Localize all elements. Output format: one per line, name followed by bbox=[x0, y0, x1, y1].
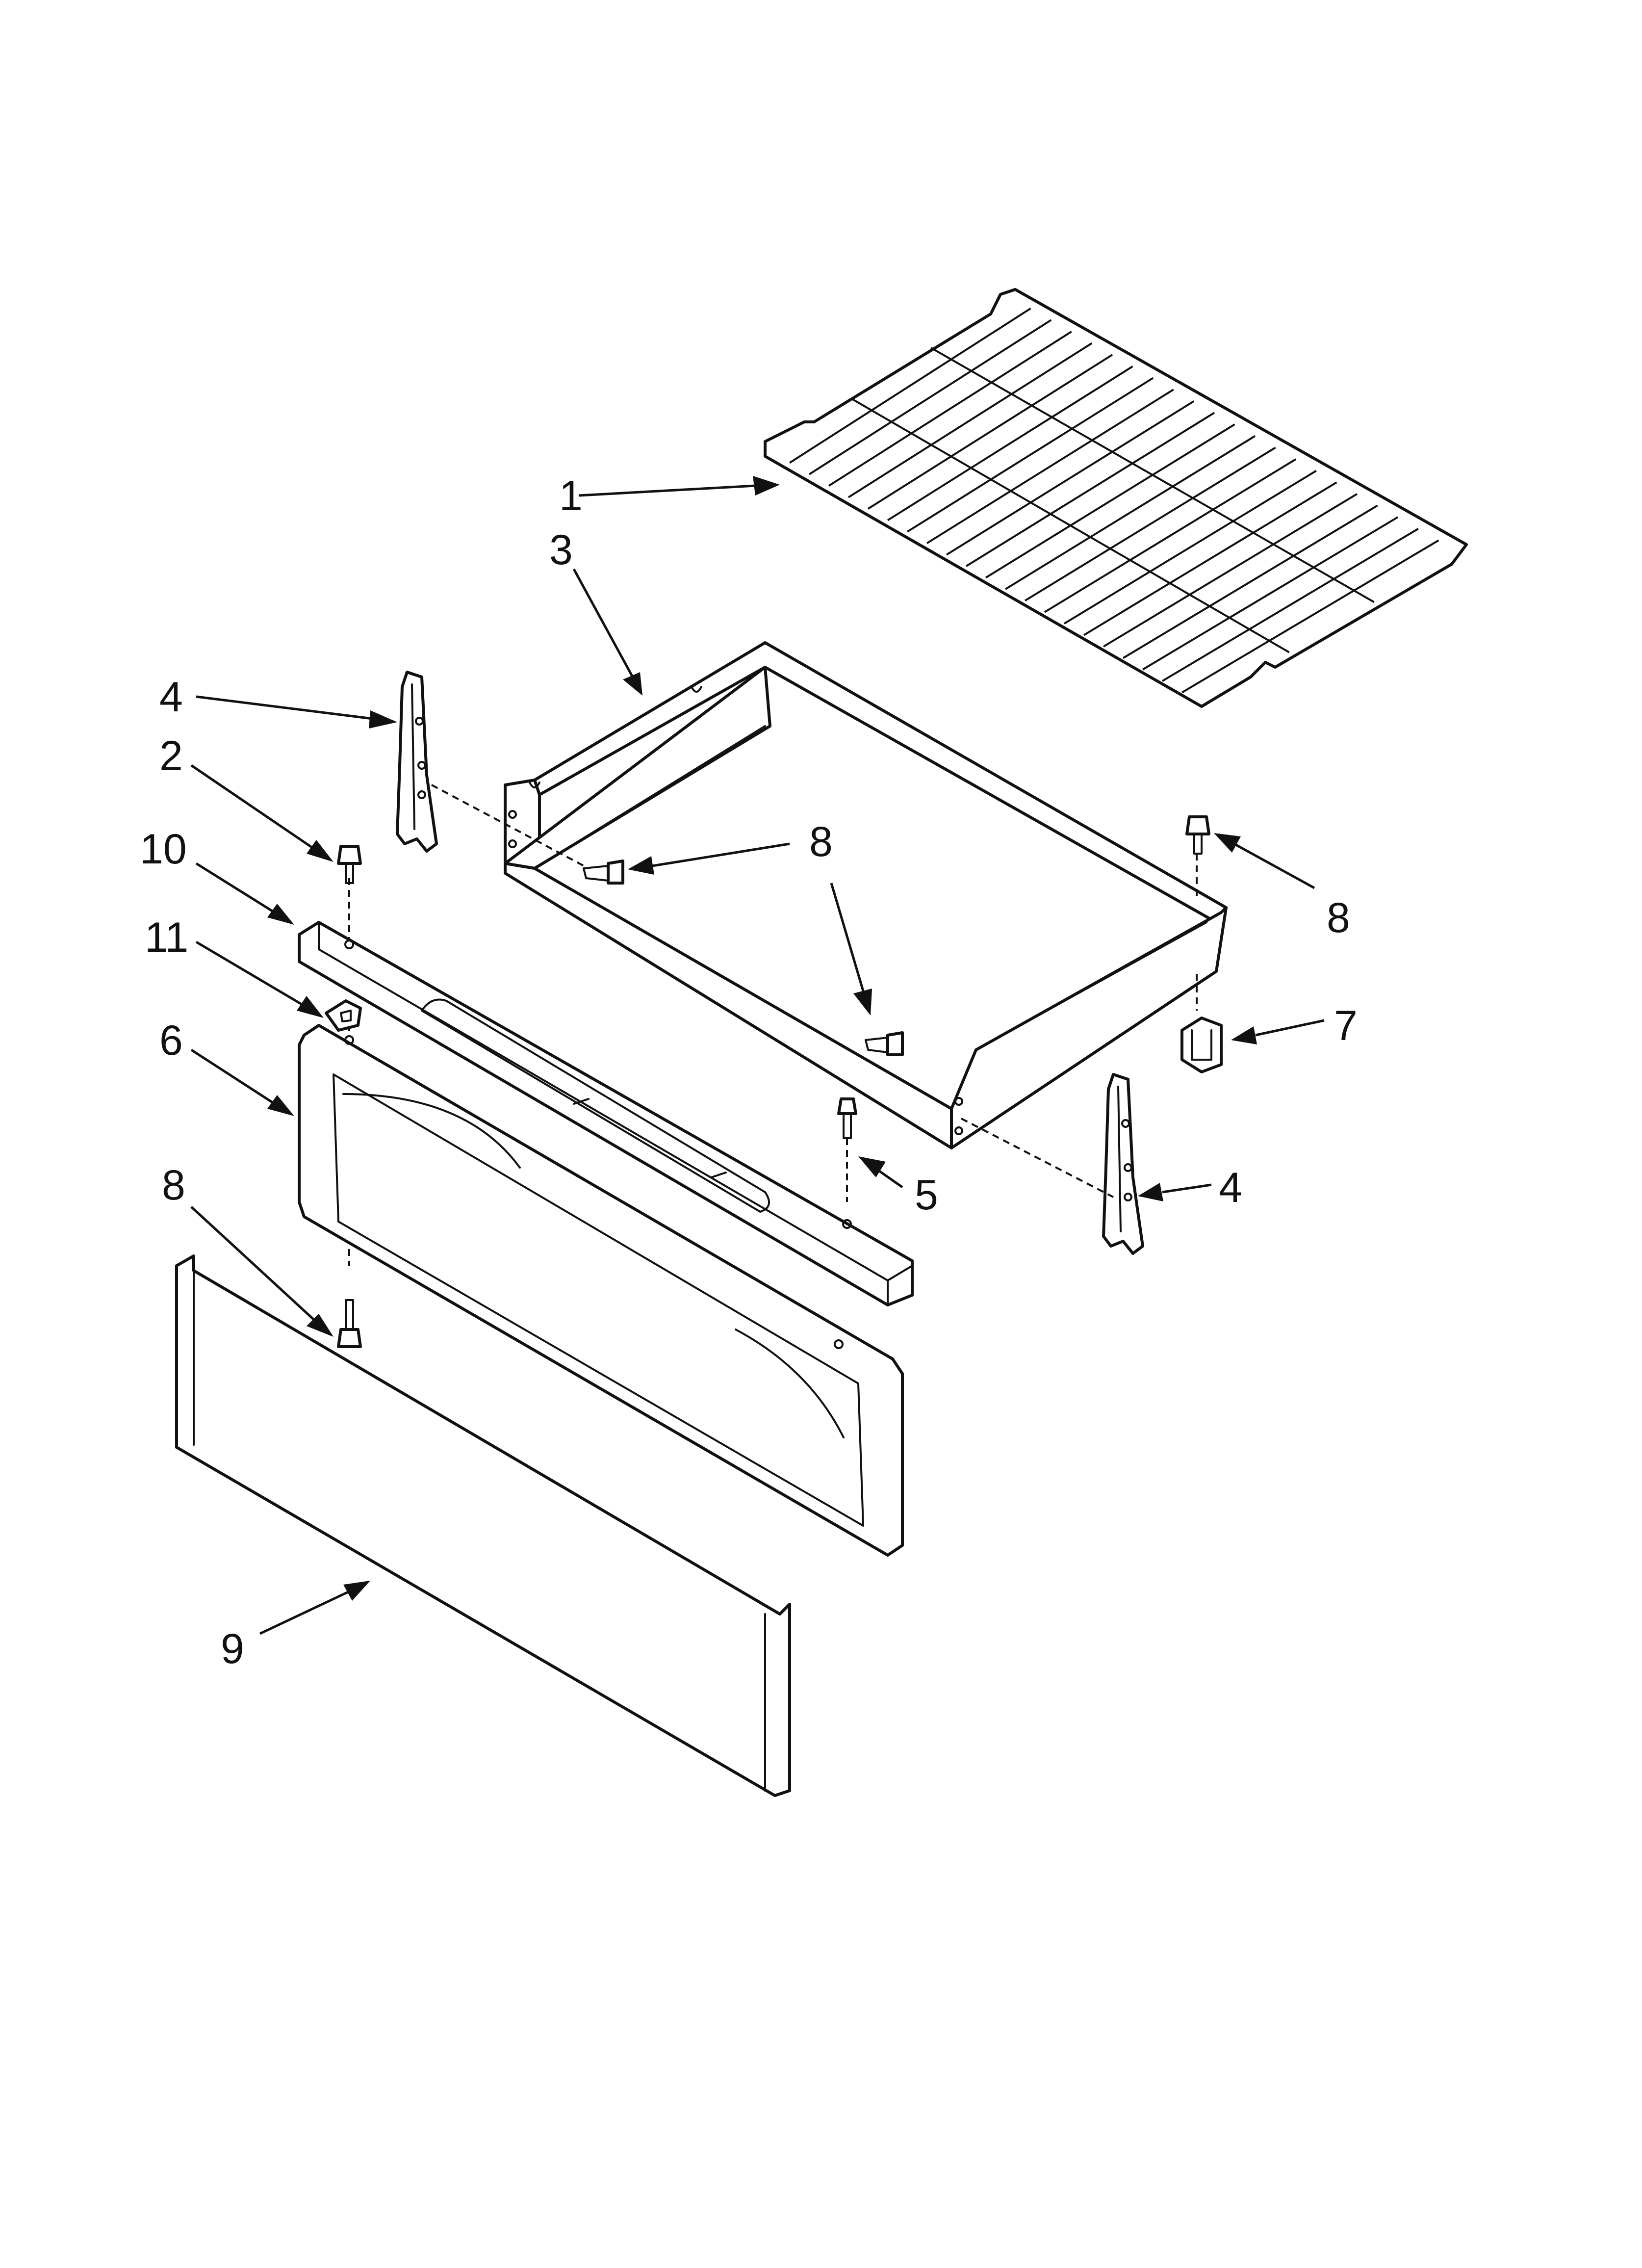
callout-11: 11 bbox=[145, 914, 188, 961]
callout-7: 7 bbox=[1334, 1002, 1358, 1049]
slide-bracket-right bbox=[1102, 1073, 1144, 1255]
rack-wire bbox=[926, 389, 1174, 544]
rack-wire bbox=[1024, 446, 1276, 602]
assembly-line-left bbox=[431, 784, 589, 869]
callout-2: 2 bbox=[159, 732, 183, 780]
kick-panel bbox=[175, 1254, 791, 1797]
rack-wire bbox=[828, 331, 1072, 487]
rack-wire bbox=[847, 342, 1093, 498]
rack-wire bbox=[1142, 516, 1399, 671]
rack-wire bbox=[1181, 539, 1439, 694]
screw-2 bbox=[337, 845, 362, 884]
rack-cross-wire bbox=[930, 347, 1375, 603]
drawer-pan bbox=[504, 641, 1228, 1149]
rack-wire bbox=[808, 319, 1052, 475]
callout-1: 1 bbox=[559, 472, 583, 520]
rack-wire bbox=[946, 400, 1195, 556]
rack-wire bbox=[789, 307, 1031, 464]
clip-7 bbox=[1180, 1017, 1223, 1073]
rack-wire bbox=[887, 365, 1133, 521]
slide-bracket-left bbox=[396, 671, 438, 853]
callout-5: 5 bbox=[915, 1172, 938, 1219]
rack-wire bbox=[906, 377, 1154, 533]
rack-wire bbox=[1004, 435, 1256, 590]
callout-labels: 1 3 4 2 10 11 6 8 8 8 7 5 4 9 bbox=[140, 472, 1358, 1672]
rack-wire bbox=[1161, 528, 1419, 682]
screw-8-bottom-left bbox=[337, 1299, 362, 1348]
screw-8-center-left bbox=[583, 860, 624, 885]
screw-8-center-right bbox=[865, 1031, 904, 1056]
rack-cross-wire bbox=[851, 398, 1290, 653]
rack-wire bbox=[1063, 469, 1317, 625]
rack-wire bbox=[985, 423, 1235, 579]
rack-wire bbox=[1044, 458, 1297, 613]
pin-5 bbox=[837, 1097, 857, 1139]
callout-10: 10 bbox=[140, 826, 187, 873]
assembly-line-right bbox=[961, 1118, 1114, 1198]
oven-rack bbox=[764, 288, 1468, 708]
bracket-11 bbox=[325, 999, 362, 1032]
callout-8-center: 8 bbox=[809, 818, 833, 865]
screw-8-right bbox=[1185, 815, 1210, 855]
rack-wire bbox=[1122, 504, 1378, 659]
callout-8-left: 8 bbox=[162, 1162, 185, 1209]
callout-8-right: 8 bbox=[1327, 894, 1350, 941]
drawer-front-panel bbox=[298, 1024, 904, 1557]
callout-4-right: 4 bbox=[1219, 1164, 1242, 1211]
rack-wire bbox=[867, 354, 1113, 510]
callout-4-left: 4 bbox=[159, 674, 183, 721]
leader-lines bbox=[190, 476, 1325, 1635]
callout-3: 3 bbox=[549, 526, 573, 574]
callout-9: 9 bbox=[221, 1625, 244, 1672]
rack-wire bbox=[1083, 481, 1337, 636]
handle-rail bbox=[298, 921, 914, 1306]
rack-wire bbox=[965, 412, 1215, 567]
callout-6: 6 bbox=[159, 1017, 183, 1064]
rack-wire bbox=[1103, 493, 1358, 648]
